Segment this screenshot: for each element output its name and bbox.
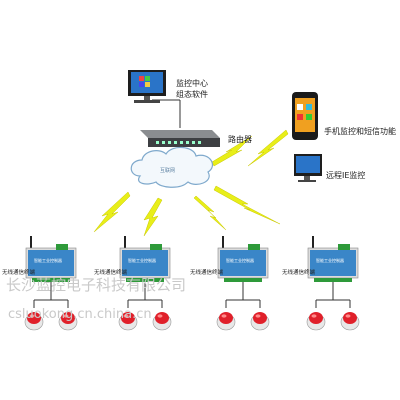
terminal-screen-text: 智能工业控制器 bbox=[128, 257, 156, 263]
red-button-icon bbox=[58, 312, 78, 331]
lightning-icon bbox=[211, 135, 253, 167]
terminal-screen-text: 智能工业控制器 bbox=[226, 257, 254, 263]
red-button-icon bbox=[216, 312, 236, 331]
terminal-screen-text: 智能工业控制器 bbox=[34, 257, 62, 263]
terminal-label: 无线通信终端 bbox=[2, 268, 36, 276]
terminal-screen-text: 智能工业控制器 bbox=[316, 257, 344, 263]
wireless-links bbox=[93, 129, 289, 237]
monitor-center-pc bbox=[128, 70, 166, 103]
lightning-icon bbox=[213, 185, 281, 225]
terminal-label: 无线通信终端 bbox=[94, 268, 128, 276]
red-button-icon bbox=[152, 312, 172, 331]
internet-cloud: 互联网 bbox=[130, 146, 213, 188]
lightning-icon bbox=[193, 195, 227, 231]
antenna-icon bbox=[312, 236, 314, 250]
red-button-icon bbox=[306, 312, 326, 331]
lightning-icon bbox=[247, 129, 289, 167]
terminals: 智能工业控制器无线通信终端智能工业控制器无线通信终端智能工业控制器无线通信终端智… bbox=[2, 236, 360, 331]
watermark-company: 长沙蓝控电子科技有限公司 bbox=[6, 276, 186, 294]
red-button-icon bbox=[24, 312, 44, 331]
mobile-label: 手机监控和短信功能 bbox=[324, 126, 396, 136]
router-label: 路由器 bbox=[228, 134, 252, 144]
lightning-icon bbox=[93, 191, 131, 233]
terminal-label: 无线通信终端 bbox=[282, 268, 316, 276]
cloud-label: 互联网 bbox=[160, 167, 175, 174]
antenna-icon bbox=[222, 236, 224, 250]
red-button-icon bbox=[250, 312, 270, 331]
lightning-icon bbox=[143, 197, 163, 237]
antenna-icon bbox=[30, 236, 32, 250]
monitor-center-label-2: 组态软件 bbox=[176, 89, 208, 99]
remote-ie-label: 远程IE监控 bbox=[326, 170, 365, 180]
watermark-url: csluokong.cn.china.cn bbox=[8, 307, 152, 322]
router-icon bbox=[140, 130, 220, 147]
monitor-center-label: 监控中心 bbox=[176, 78, 208, 88]
mobile-phone bbox=[292, 92, 318, 140]
antenna-icon bbox=[124, 236, 126, 250]
remote-ie-pc bbox=[294, 154, 322, 182]
red-button-icon bbox=[340, 312, 360, 331]
terminal-label: 无线通信终端 bbox=[190, 268, 224, 276]
red-button-icon bbox=[118, 312, 138, 331]
